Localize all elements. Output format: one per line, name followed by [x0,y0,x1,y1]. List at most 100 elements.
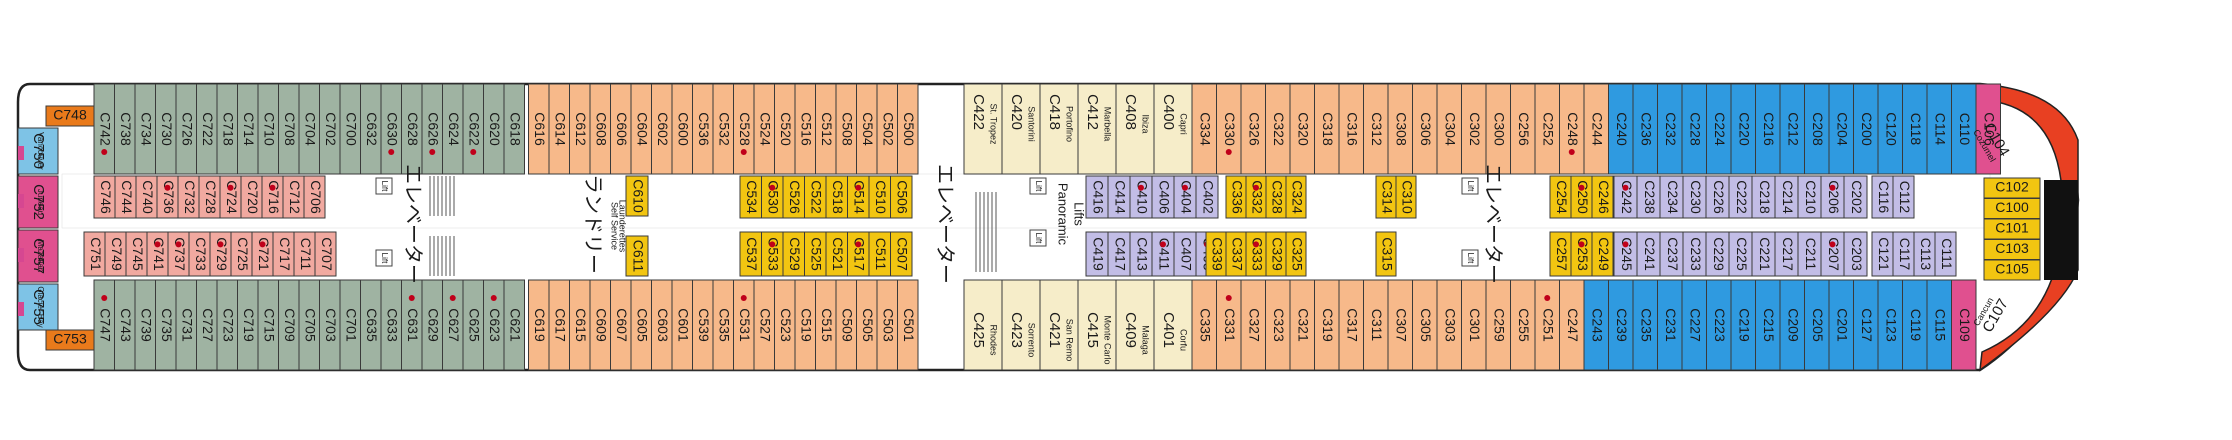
cabin-c411[interactable]: C411 [1151,231,1175,277]
cabin-c402[interactable]: C402 [1195,175,1219,219]
cabin-c524[interactable]: C524 [753,83,775,175]
cabin-c715[interactable]: C715 [257,279,279,371]
cabin-c215[interactable]: C215 [1755,279,1781,371]
cabin-c700[interactable]: C700 [339,83,361,175]
cabin-c310[interactable]: C310 [1395,175,1417,219]
cabin-c711[interactable]: C711 [293,231,316,277]
cabin-c622[interactable]: C622 [462,83,484,175]
cabin-c417[interactable]: C417 [1107,231,1131,277]
cabin-c703[interactable]: C703 [319,279,341,371]
cabin-c105[interactable]: C105 [1983,259,2041,281]
cabin-c536[interactable]: C536 [692,83,714,175]
cabin-c627[interactable]: C627 [442,279,464,371]
cabin-c112[interactable]: C112 [1892,175,1915,219]
cabin-c708[interactable]: C708 [278,83,300,175]
cabin-c620[interactable]: C620 [483,83,505,175]
cabin-c318[interactable]: C318 [1314,83,1340,175]
cabin-c702[interactable]: C702 [319,83,341,175]
cabin-c203[interactable]: C203 [1843,231,1868,277]
cabin-c709[interactable]: C709 [278,279,300,371]
cabin-c510[interactable]: C510 [868,175,891,219]
cabin-c243[interactable]: C243 [1583,279,1609,371]
cabin-c739[interactable]: C739 [134,279,156,371]
cabin-c532[interactable]: C532 [712,83,734,175]
cabin-c506[interactable]: C506 [890,175,913,219]
cabin-c244[interactable]: C244 [1583,83,1609,175]
cabin-c529[interactable]: C529 [782,231,805,277]
cabin-c233[interactable]: C233 [1682,231,1707,277]
cabin-c611[interactable]: C611 [625,235,649,277]
cabin-c232[interactable]: C232 [1657,83,1683,175]
cabin-c753[interactable]: C753 [45,329,95,351]
cabin-c707[interactable]: C707 [314,231,337,277]
cabin-c322[interactable]: C322 [1265,83,1291,175]
cabin-c314[interactable]: C314 [1375,175,1397,219]
cabin-c248[interactable]: C248 [1559,83,1585,175]
cabin-c114[interactable]: C114 [1926,83,1952,175]
cabin-c705[interactable]: C705 [298,279,320,371]
cabin-c526[interactable]: C526 [782,175,805,219]
cabin-c304[interactable]: C304 [1436,83,1462,175]
cabin-c256[interactable]: C256 [1510,83,1536,175]
cabin-c741[interactable]: C741 [146,231,169,277]
cabin-c337[interactable]: C337 [1225,231,1247,277]
cabin-c710[interactable]: C710 [257,83,279,175]
cabin-c110[interactable]: C110 [1951,83,1977,175]
cabin-c502[interactable]: C502 [876,83,898,175]
cabin-c726[interactable]: C726 [175,83,197,175]
cabin-c706[interactable]: C706 [303,175,326,219]
cabin-c732[interactable]: C732 [177,175,200,219]
cabin-c103[interactable]: C103 [1983,239,2041,260]
cabin-c632[interactable]: C632 [360,83,382,175]
cabin-c724[interactable]: C724 [219,175,242,219]
cabin-c717[interactable]: C717 [272,231,295,277]
cabin-c729[interactable]: C729 [209,231,232,277]
cabin-c521[interactable]: C521 [825,231,848,277]
cabin-c718[interactable]: C718 [216,83,238,175]
cabin-c311[interactable]: C311 [1363,279,1389,371]
cabin-c236[interactable]: C236 [1632,83,1658,175]
cabin-c609[interactable]: C609 [589,279,611,371]
cabin-c335[interactable]: C335 [1191,279,1217,371]
cabin-c600[interactable]: C600 [671,83,693,175]
cabin-c211[interactable]: C211 [1797,231,1822,277]
cabin-c504[interactable]: C504 [856,83,878,175]
cabin-c614[interactable]: C614 [548,83,570,175]
cabin-c242[interactable]: C242 [1613,175,1638,219]
cabin-c623[interactable]: C623 [483,279,505,371]
cabin-c608[interactable]: C608 [589,83,611,175]
cabin-c328[interactable]: C328 [1265,175,1287,219]
cabin-c201[interactable]: C201 [1828,279,1854,371]
cabin-c100[interactable]: C100 [1983,198,2041,219]
cabin-c731[interactable]: C731 [175,279,197,371]
cabin-c602[interactable]: C602 [651,83,673,175]
cabin-c419[interactable]: C419 [1085,231,1109,277]
cabin-c249[interactable]: C249 [1591,231,1614,277]
cabin-c320[interactable]: C320 [1289,83,1315,175]
cabin-c324[interactable]: C324 [1285,175,1307,219]
cabin-c219[interactable]: C219 [1730,279,1756,371]
cabin-c207[interactable]: C207 [1820,231,1845,277]
cabin-c245[interactable]: C245 [1613,231,1638,277]
cabin-c316[interactable]: C316 [1338,83,1364,175]
cabin-c208[interactable]: C208 [1804,83,1830,175]
cabin-c200[interactable]: C200 [1853,83,1879,175]
cabin-c239[interactable]: C239 [1608,279,1634,371]
cabin-c222[interactable]: C222 [1728,175,1753,219]
cabin-c704[interactable]: C704 [298,83,320,175]
cabin-c223[interactable]: C223 [1706,279,1732,371]
cabin-c238[interactable]: C238 [1636,175,1661,219]
cabin-c539[interactable]: C539 [692,279,714,371]
cabin-c738[interactable]: C738 [114,83,136,175]
cabin-c119[interactable]: C119 [1902,279,1928,371]
cabin-c321[interactable]: C321 [1289,279,1315,371]
